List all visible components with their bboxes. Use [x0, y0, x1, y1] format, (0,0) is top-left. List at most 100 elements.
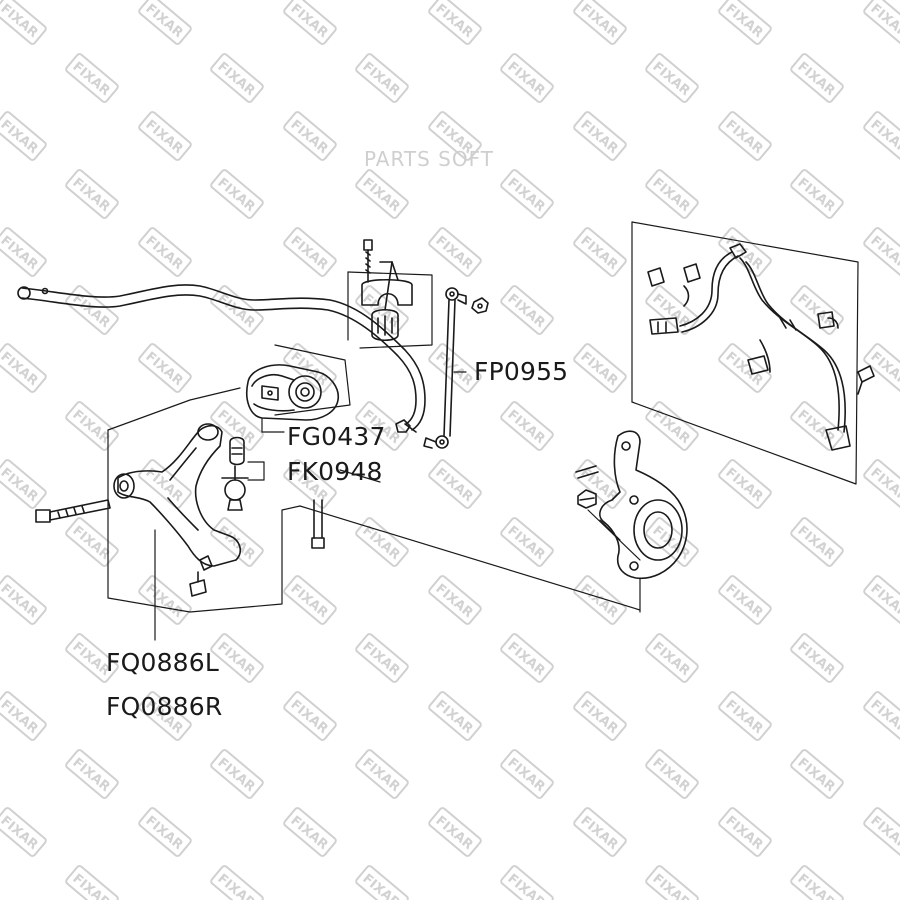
watermark-badge: FIXAR	[573, 691, 627, 741]
watermark-frame	[718, 691, 772, 741]
watermark-badge: FIXAR	[573, 0, 627, 45]
callout-fq0886l: FQ0886L	[106, 648, 220, 677]
watermark-badge: FIXAR	[500, 865, 554, 900]
watermark-badge: FIXAR	[283, 0, 337, 45]
watermark-badge: FIXAR	[0, 807, 47, 857]
watermark-frame	[500, 865, 554, 900]
watermark-frame	[283, 227, 337, 277]
watermark-frame	[573, 227, 627, 277]
watermark-frame	[355, 53, 409, 103]
watermark-text: FIXAR	[867, 349, 900, 389]
watermark-badge: FIXAR	[863, 575, 900, 625]
watermark-badge: FIXAR	[355, 169, 409, 219]
watermark-badge: FIXAR	[65, 53, 119, 103]
watermark-frame	[428, 227, 482, 277]
watermark-frame	[210, 53, 264, 103]
watermark-badge: FIXAR	[210, 53, 264, 103]
watermark-badge: FIXAR	[500, 53, 554, 103]
watermark-badge: FIXAR	[863, 0, 900, 45]
lower-control-arm	[35, 387, 325, 641]
watermark-frame	[718, 459, 772, 509]
watermark-frame	[210, 169, 264, 219]
watermark-frame	[283, 575, 337, 625]
watermark-badge: FIXAR	[65, 749, 119, 799]
watermark-badge: FIXAR	[428, 459, 482, 509]
watermark-frame	[718, 111, 772, 161]
watermark-frame	[65, 749, 119, 799]
watermark-frame	[573, 575, 627, 625]
ball-joint	[221, 436, 265, 511]
watermark-badge: FIXAR	[645, 285, 699, 335]
watermark-frame	[355, 749, 409, 799]
watermark-badge: FIXAR	[500, 285, 554, 335]
watermark-badge: FIXAR	[0, 459, 47, 509]
watermark-badge: FIXAR	[573, 575, 627, 625]
watermark-badge: FIXAR	[863, 807, 900, 857]
watermark-frame	[65, 53, 119, 103]
watermark-text: FIXAR	[867, 465, 900, 505]
watermark-badge: FIXAR	[65, 285, 119, 335]
watermark-badge: FIXAR	[645, 749, 699, 799]
watermark-frame	[355, 401, 409, 451]
watermark-frame	[790, 53, 844, 103]
watermark-frame	[790, 865, 844, 900]
callout-fq0886r: FQ0886R	[106, 692, 223, 721]
watermark-badge: FIXAR	[138, 227, 192, 277]
watermark-frame	[500, 749, 554, 799]
watermark-badge: FIXAR	[283, 111, 337, 161]
stabilizer-link	[395, 287, 489, 449]
watermark-frame	[0, 343, 47, 393]
watermark-frame	[138, 575, 192, 625]
watermark-frame	[428, 691, 482, 741]
watermark-badge: FIXAR	[573, 459, 627, 509]
watermark-frame	[65, 865, 119, 900]
watermark-frame	[645, 749, 699, 799]
watermark-badge: FIXAR	[210, 401, 264, 451]
watermark-frame	[138, 807, 192, 857]
watermark-frame	[790, 749, 844, 799]
watermark-badge: FIXAR	[718, 691, 772, 741]
watermark-badge: FIXAR	[863, 227, 900, 277]
watermark-badge: FIXAR	[283, 691, 337, 741]
watermark-badge: FIXAR	[138, 459, 192, 509]
watermark-badge: FIXAR	[573, 111, 627, 161]
watermark-frame	[283, 111, 337, 161]
watermark-frame	[863, 227, 900, 277]
watermark-frame	[500, 401, 554, 451]
assembly-leader	[299, 505, 641, 611]
watermark-badge: FIXAR	[138, 807, 192, 857]
watermark-frame	[210, 865, 264, 900]
watermark-badge: FIXAR	[573, 227, 627, 277]
watermark-badge: FIXAR	[790, 865, 844, 900]
watermark-badge: FIXAR	[790, 401, 844, 451]
watermark-badge: FIXAR	[500, 517, 554, 567]
watermark-badge: FIXAR	[65, 517, 119, 567]
watermark-frame	[0, 227, 47, 277]
watermark-badge: FIXAR	[863, 459, 900, 509]
watermark-frame	[790, 169, 844, 219]
watermark-badge: FIXAR	[718, 111, 772, 161]
watermark-badge: FIXAR	[718, 459, 772, 509]
watermark-frame	[428, 111, 482, 161]
watermark-badge: FIXAR	[0, 227, 47, 277]
watermark-frame	[573, 111, 627, 161]
watermark-badge: FIXAR	[863, 111, 900, 161]
callout-fp0955: FP0955	[474, 357, 569, 386]
watermark-badge: FIXAR	[0, 0, 47, 45]
watermark-badge: FIXAR	[0, 343, 47, 393]
watermark-frame	[138, 691, 192, 741]
watermark-frame	[863, 0, 900, 45]
watermark-frame	[0, 0, 47, 45]
watermark-badge: FIXAR	[790, 517, 844, 567]
watermark-badge: FIXAR	[863, 343, 900, 393]
watermark-frame	[283, 0, 337, 45]
watermark-frame	[790, 633, 844, 683]
watermark-frame	[645, 633, 699, 683]
watermark-badge: FIXAR	[790, 53, 844, 103]
abs-sensor-inset	[631, 221, 875, 485]
watermark-badge: FIXAR	[283, 807, 337, 857]
watermark-frame	[718, 575, 772, 625]
watermark-frame	[718, 807, 772, 857]
watermark-badge: FIXAR	[428, 691, 482, 741]
watermark-frame	[0, 459, 47, 509]
